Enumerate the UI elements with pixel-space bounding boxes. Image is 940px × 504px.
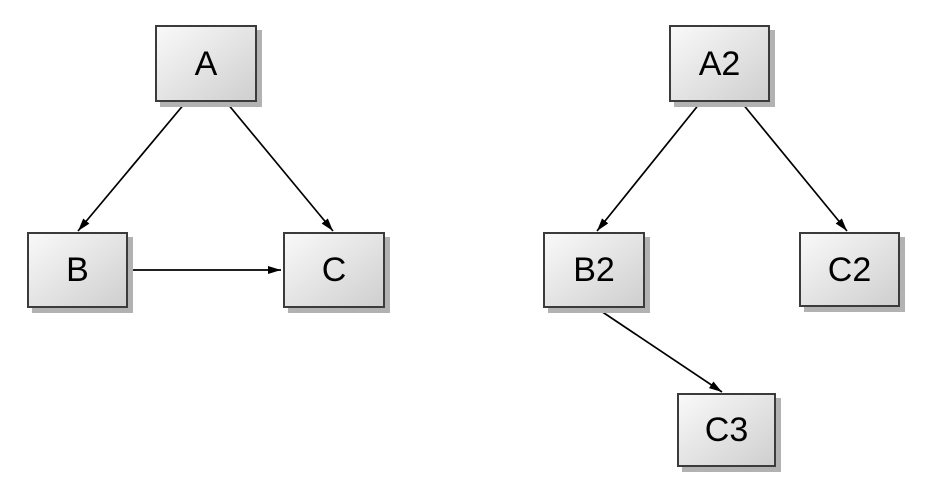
node-label: C3 [704,411,749,449]
node-label: A2 [698,44,741,83]
edge-A-C[interactable] [226,102,334,232]
edge-A-B[interactable] [77,102,186,232]
edge-A2-B2[interactable] [596,102,701,232]
node-B2[interactable]: B2 [543,232,645,308]
node-C3[interactable]: C3 [677,393,776,467]
node-label: A [194,44,218,83]
node-C[interactable]: C [283,232,385,308]
node-C2[interactable]: C2 [799,232,900,307]
node-A[interactable]: A [155,25,257,102]
node-label: B [66,251,89,289]
edge-A2-C2[interactable] [741,102,848,232]
node-A2[interactable]: A2 [669,25,770,102]
node-label: B2 [573,251,615,289]
node-label: C2 [827,250,872,289]
edge-B2-C3[interactable] [597,308,723,393]
node-B[interactable]: B [27,232,128,308]
node-label: C [321,251,347,289]
